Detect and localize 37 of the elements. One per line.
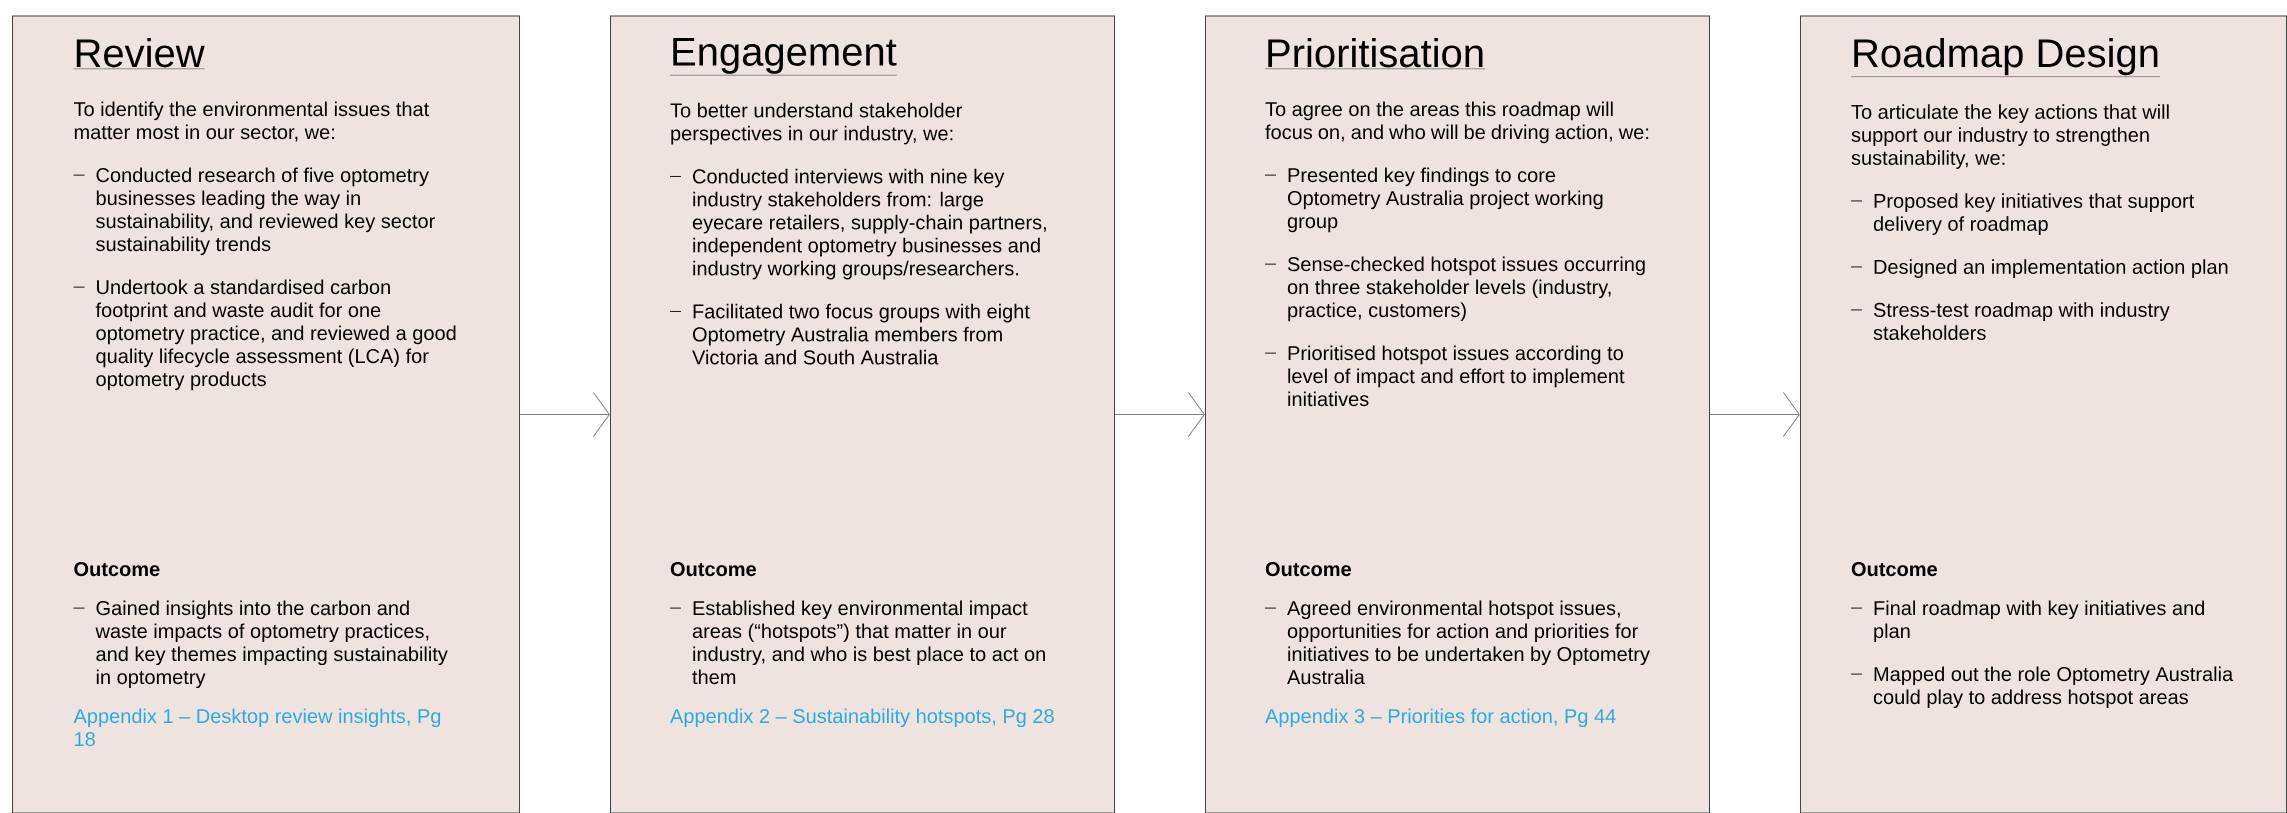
- link: Appendix 1 – Desktop review insights, Pg 18: [73, 708, 441, 747]
- bullet-item: Agreed environmental hotspot issues, opportunities for action and priorities for initiatives to be undertaken by Optometry Australia: [1264, 600, 1650, 685]
- bullet-item: Established key environmental impact areas (“hotspots”) that matter in our industry, and who is best place to act on them: [669, 600, 1045, 685]
- outcome-heading: Outcome: [1851, 562, 1937, 577]
- stage-card: [1205, 15, 1710, 813]
- link: Appendix 2 – Sustainability hotspots, Pg 28: [670, 708, 1054, 728]
- stage-card: [1800, 15, 2287, 813]
- arrow: [519, 392, 610, 437]
- bullet-item: Mapped out the role Optometry Australia could play to address hotspot areas: [1850, 666, 2234, 709]
- stage-card: [610, 15, 1115, 813]
- link: Appendix 3 – Priorities for action, Pg 44: [1265, 708, 1616, 728]
- bullet-item: Conducted research of five optometry businesses leading the way in sustainability, and reviewed key sector sustainability trends: [73, 167, 435, 256]
- bullet-item: Designed an implementation action plan: [1850, 259, 2228, 278]
- intro-text: To articulate the key actions that will support our industry to strengthen sustainability, we:: [1851, 104, 2169, 169]
- bullet-item: Proposed key initiatives that support delivery of roadmap: [1850, 193, 2195, 235]
- heading: Prioritisation: [1264, 38, 1486, 69]
- intro-text: To identify the environmental issues that matter most in our sector, we:: [73, 101, 430, 142]
- arrow: [1709, 392, 1800, 437]
- bullet-item: Gained insights into the carbon and waste impacts of optometry practices, and key themes impacting sustainability in optometry: [73, 600, 448, 689]
- bullet-item: Final roadmap with key initiatives and plan: [1850, 600, 2205, 643]
- outcome-heading: Outcome: [74, 562, 160, 577]
- stage-card: [12, 15, 520, 813]
- heading: Engagement: [669, 38, 898, 76]
- intro-text: To agree on the areas this roadmap will focus on, and who will be driving action, we:: [1265, 101, 1649, 144]
- outcome-heading: Outcome: [670, 562, 756, 577]
- bullet-item: Prioritised hotspot issues according to level of impact and effort to implement initiatives: [1264, 345, 1625, 407]
- bullet-item: Stress-test roadmap with industry stakeholders: [1850, 302, 2170, 340]
- arrow: [1114, 392, 1205, 437]
- bullet-item: Sense-checked hotspot issues occurring on three stakeholder levels (industry, practice, customers): [1264, 256, 1645, 322]
- bullet-item: Conducted interviews with nine key industry stakeholders from: large eyecare retailers, supply-chain partners, independent optometry businesses and industry working groups/researchers.: [669, 168, 1046, 280]
- heading: Review: [73, 38, 205, 69]
- intro-text: To better understand stakeholder perspectives in our industry, we:: [670, 102, 963, 145]
- heading: Roadmap Design: [1850, 38, 2161, 77]
- bullet-item: Facilitated two focus groups with eight Optometry Australia members from Victoria and South Australia: [669, 303, 1030, 365]
- bullet-item: Presented key findings to core Optometry Australia project working group: [1264, 167, 1603, 233]
- outcome-heading: Outcome: [1265, 562, 1351, 577]
- bullet-item: Undertook a standardised carbon footprint and waste audit for one optometry practice, and reviewed a good quality lifecycle assessment (LCA) for optometry products: [73, 279, 456, 391]
